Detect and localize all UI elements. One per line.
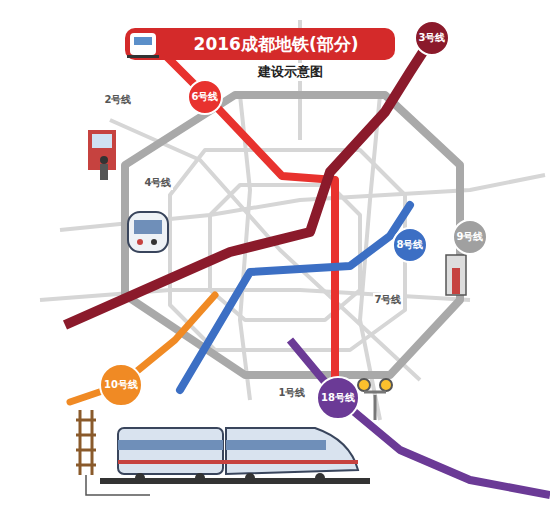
- line-number: 10号线: [104, 380, 138, 390]
- train-icon: [100, 428, 370, 484]
- line-badge: 10号线: [99, 363, 143, 407]
- track-icon: [76, 410, 96, 475]
- people-icons: [88, 130, 466, 295]
- line-number: 9号线: [457, 232, 484, 242]
- line-label: 2号线: [103, 93, 134, 107]
- line-label: 4号线: [143, 176, 174, 190]
- line-number: 18号线: [321, 393, 355, 403]
- signal-icon: [358, 379, 392, 420]
- line-badge: 3号线: [414, 20, 451, 57]
- map-title: 2016成都地铁(部分): [194, 33, 359, 56]
- line-badge: 8号线: [392, 227, 429, 264]
- line-number: 6号线: [192, 92, 219, 102]
- subtitle: 建设示意图: [256, 63, 325, 81]
- line-label: 1号线: [277, 386, 308, 400]
- line-number: 3号线: [419, 33, 446, 43]
- line-label: 7号线: [373, 293, 404, 307]
- line-number: 8号线: [397, 240, 424, 250]
- line-badge: 9号线: [452, 219, 489, 256]
- line-badge: 18号线: [316, 376, 360, 420]
